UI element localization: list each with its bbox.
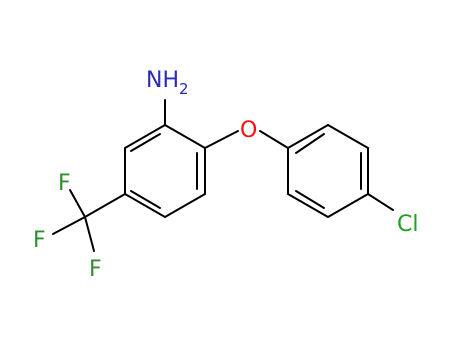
chlorophenyl-ring bbox=[287, 124, 369, 218]
amine-subscript: 2 bbox=[179, 80, 189, 98]
double-bond-inner-2 bbox=[130, 190, 161, 209]
trifluoromethyl-group bbox=[52, 189, 126, 252]
bond-c10-cl bbox=[367, 193, 394, 211]
aniline-ring bbox=[124, 124, 206, 218]
double-bond-inner-6 bbox=[295, 190, 325, 209]
bond-c5-cf3 bbox=[84, 193, 126, 218]
ether-oxygen-label: O bbox=[240, 118, 257, 143]
bond-c11-c12 bbox=[287, 193, 329, 218]
bond-c3-c4 bbox=[164, 193, 206, 218]
amine-label: NH2 bbox=[146, 68, 189, 98]
bond-cf3-f2 bbox=[52, 216, 86, 235]
bond-cf3-f3 bbox=[84, 216, 95, 252]
fluorine-2-label: F bbox=[33, 228, 46, 253]
bond-c8-c9 bbox=[327, 124, 369, 149]
fluorine-1-label: F bbox=[58, 171, 71, 196]
amine-text: NH bbox=[146, 68, 179, 93]
bond-c4-c5 bbox=[124, 193, 166, 218]
bond-c6-c1 bbox=[124, 124, 166, 149]
bond-c2-o bbox=[204, 130, 239, 149]
bond-c10-c11 bbox=[327, 193, 369, 218]
bond-c1-c2 bbox=[164, 124, 206, 149]
double-bond-inner-4 bbox=[295, 133, 325, 154]
bond-o-c7 bbox=[259, 130, 289, 149]
fluorine-3-label: F bbox=[89, 257, 102, 282]
chlorine-label: Cl bbox=[397, 212, 418, 237]
bond-c7-c8 bbox=[287, 124, 329, 149]
double-bond-inner-3 bbox=[130, 133, 161, 152]
bond-cf3-f1 bbox=[69, 189, 86, 218]
